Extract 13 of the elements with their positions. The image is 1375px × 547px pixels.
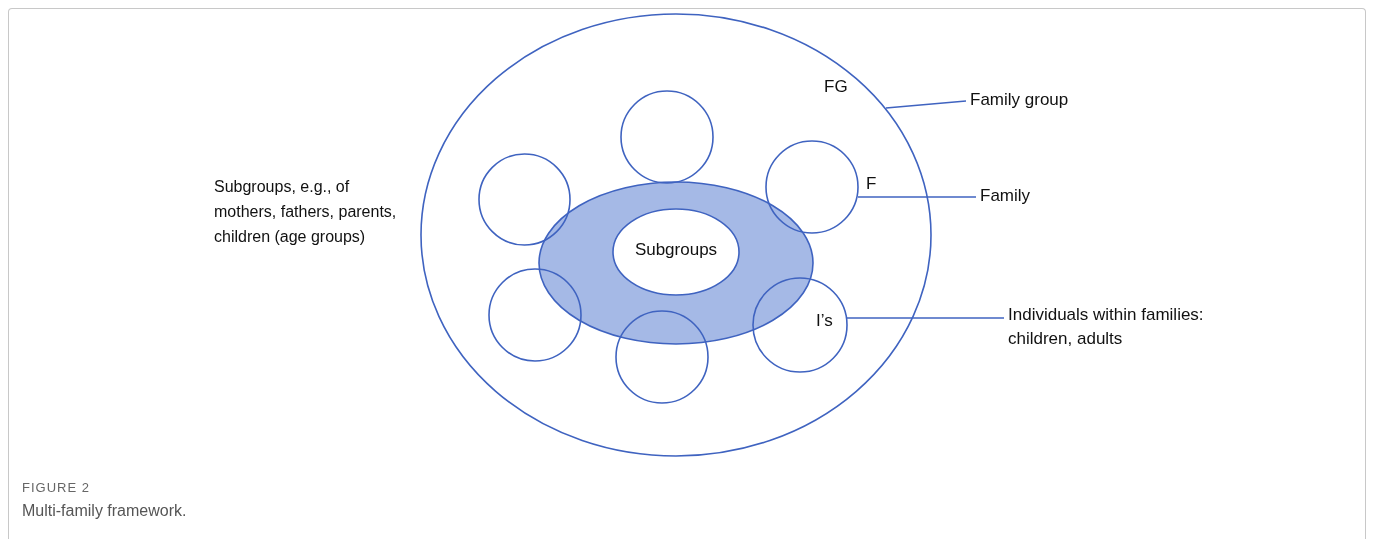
leader-line — [857, 196, 977, 198]
group-label: FG — [824, 76, 848, 98]
leader-text: Family group — [970, 89, 1070, 111]
leader-text: Family — [980, 185, 1032, 207]
annotation-text: Subgroups, e.g., of mothers, fathers, parents, children (age groups) — [214, 177, 398, 247]
node-label: F — [866, 173, 877, 195]
leader-text: Individuals within families: children, adults — [1008, 304, 1205, 350]
figure-caption: Multi-family framework. — [22, 502, 187, 520]
leader-line — [846, 317, 1005, 319]
figure-number: FIGURE 2 — [22, 480, 90, 495]
node-label: Subgroups — [633, 239, 719, 261]
leader-line — [885, 100, 967, 109]
node-label: I’s — [816, 310, 833, 332]
